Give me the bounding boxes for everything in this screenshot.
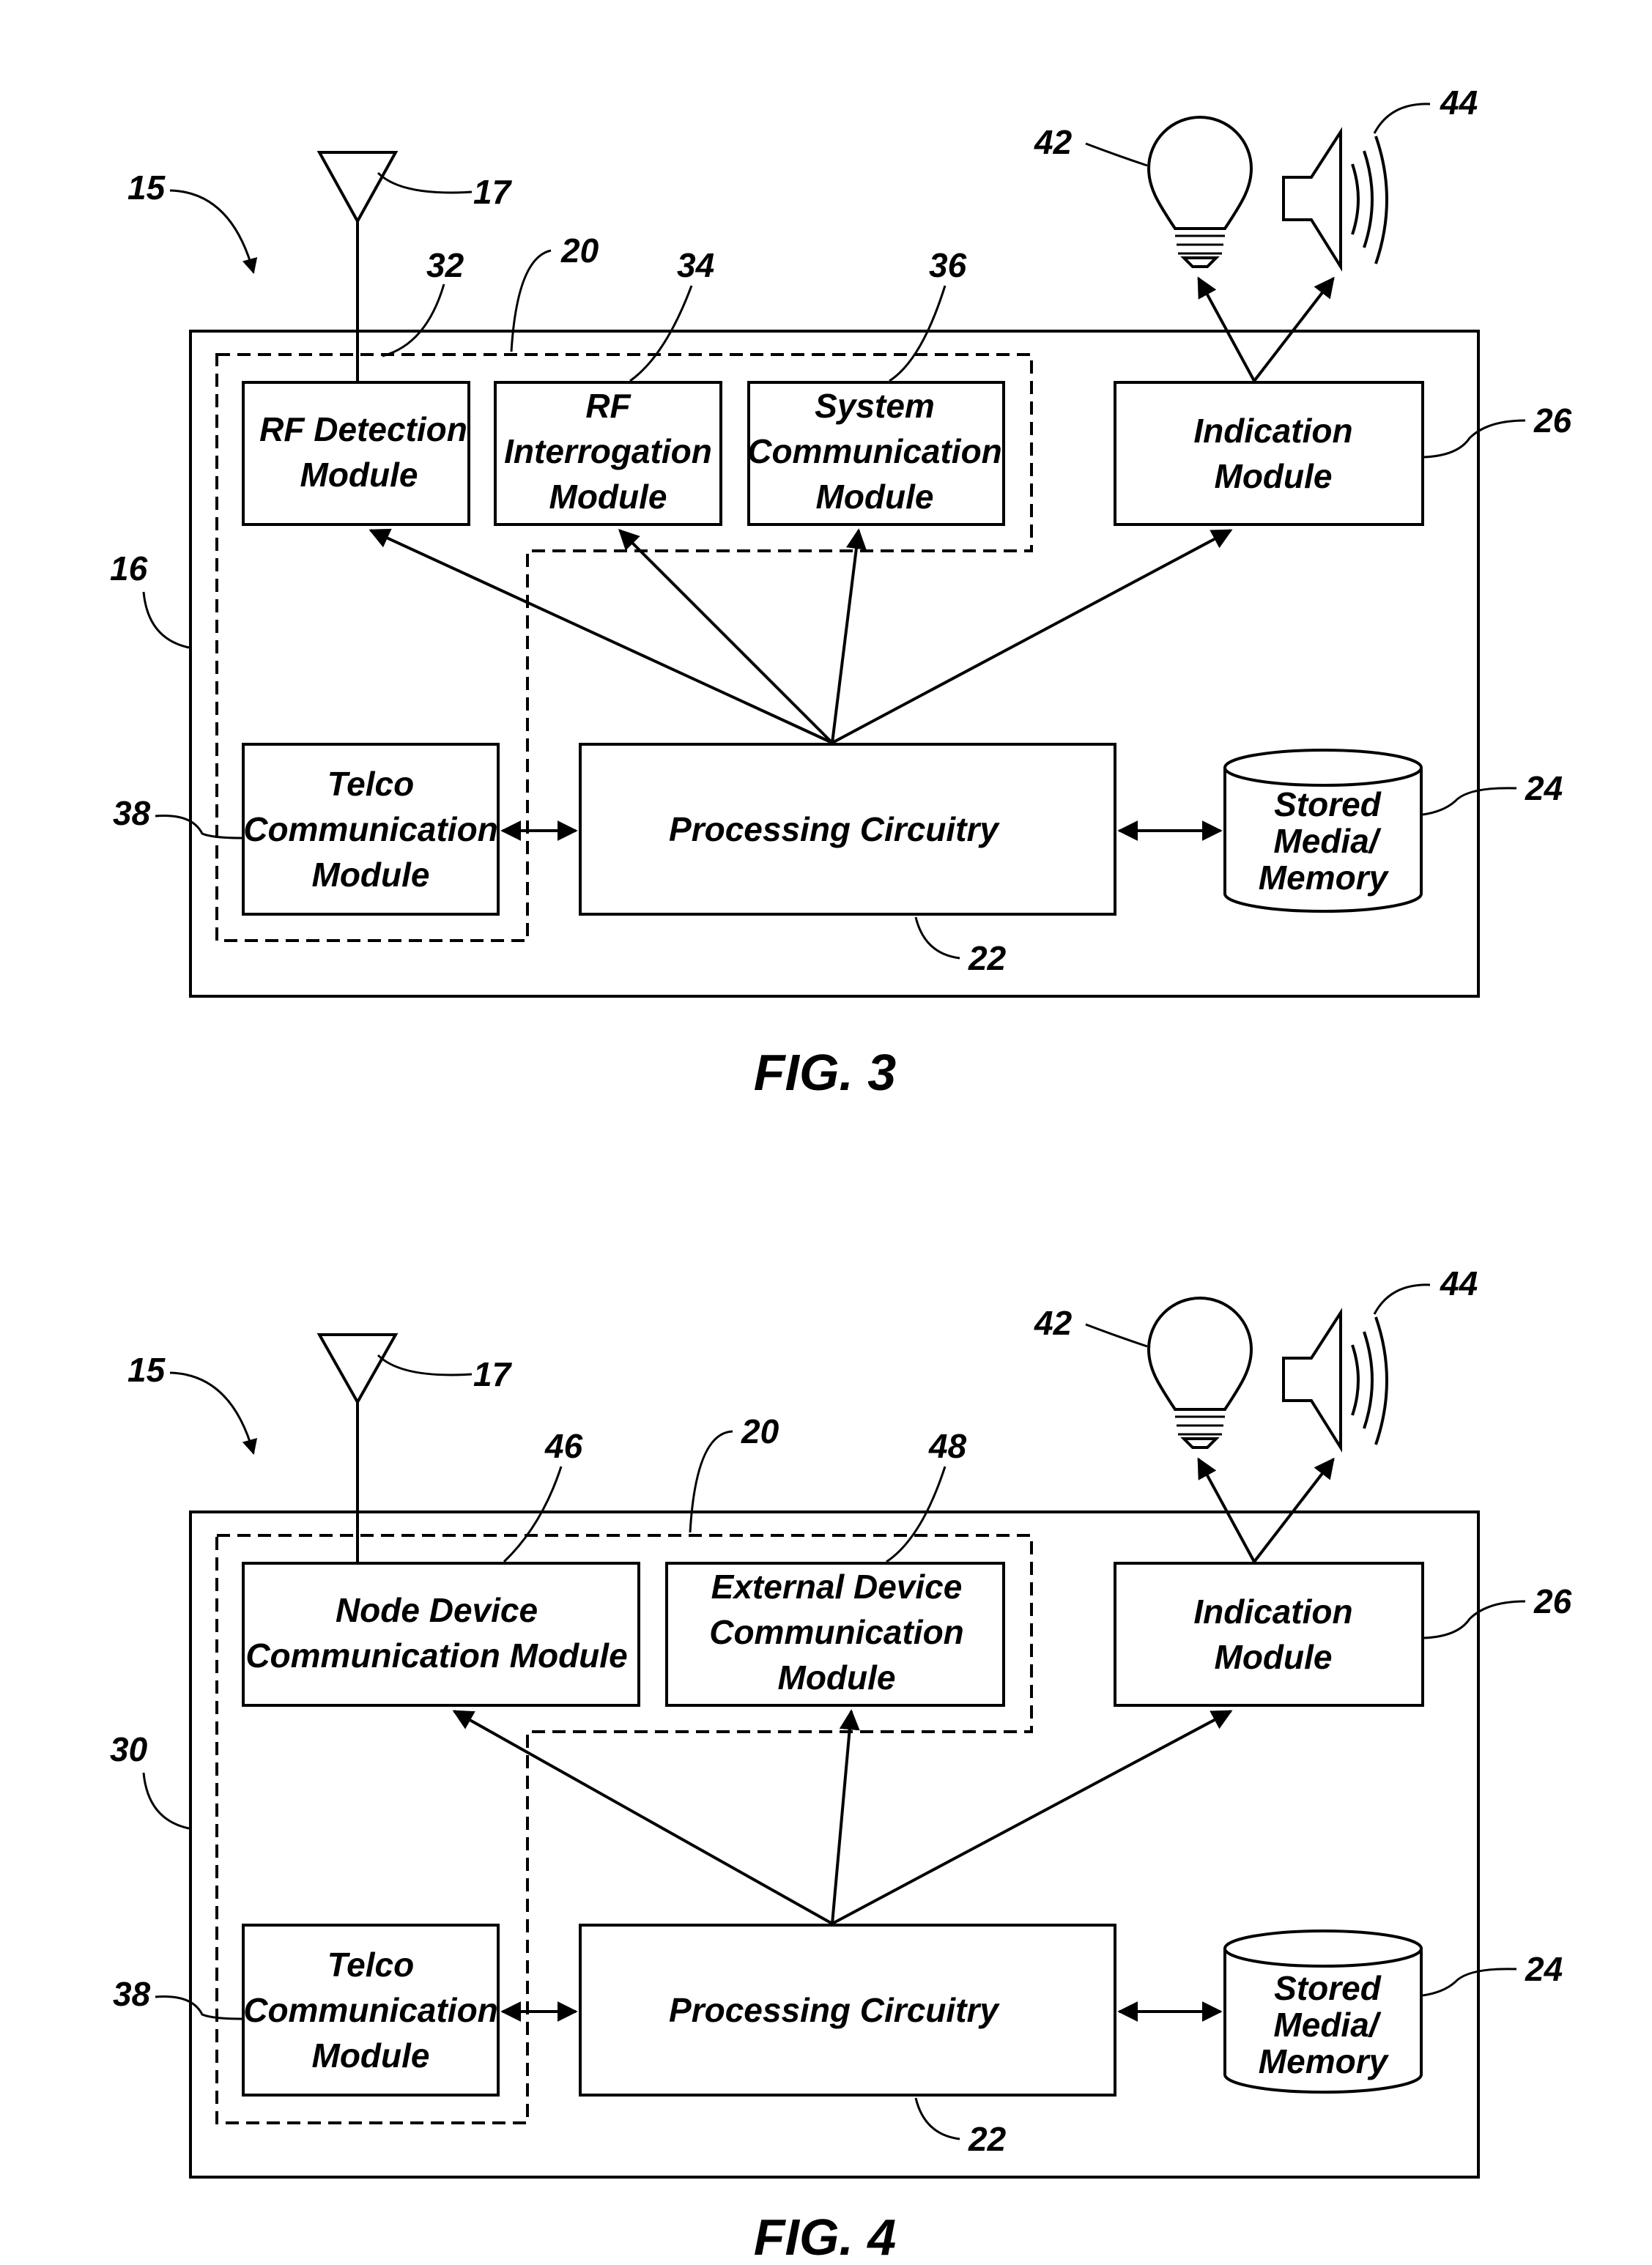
telco-communication-module-box (242, 743, 500, 916)
ref-46: 46 (544, 1427, 583, 1465)
processing-circuitry-box-fig4 (579, 1924, 1116, 2097)
stored-label-2: Media/ (1273, 822, 1381, 860)
arrow-to-indication-fig4 (831, 1710, 1233, 1925)
ref-20-fig4: 20 (741, 1412, 779, 1450)
system-comm-label-1: System (815, 387, 935, 425)
ref-20: 20 (560, 231, 599, 270)
light-bulb-icon-fig4 (1147, 1297, 1253, 1449)
figure-3: RF Detection Module RF Interrogation Mod… (110, 84, 1572, 1101)
arrow-to-system-comm (831, 528, 867, 744)
antenna-icon (316, 151, 399, 382)
node-device-label-1: Node Device (336, 1591, 538, 1629)
speaker-icon-fig4 (1282, 1308, 1388, 1453)
ref-38-fig4: 38 (113, 1975, 151, 2013)
stored-label-3: Memory (1259, 859, 1390, 897)
indication-module-box-fig4 (1114, 1562, 1424, 1707)
fig4-caption: FIG. 4 (754, 2209, 896, 2265)
arrow-to-speaker-fig4 (1253, 1457, 1335, 1563)
ref-36: 36 (929, 246, 967, 284)
indication-label-1: Indication (1193, 412, 1352, 450)
rf-interrogation-label-1: RF (585, 387, 631, 425)
rf-detection-label-2: Module (300, 456, 418, 494)
arrow-to-rf-detection (368, 528, 833, 744)
ref-30: 30 (110, 1730, 148, 1768)
stored-media-cylinder-fig4 (1223, 1929, 1423, 2094)
telco-label-1: Telco (327, 765, 414, 803)
rf-interrogation-label-2: Interrogation (504, 432, 712, 470)
ref-15: 15 (127, 168, 166, 207)
ref-48: 48 (928, 1427, 967, 1465)
arrow-to-speaker (1253, 276, 1335, 382)
ref-42: 42 (1034, 123, 1073, 161)
processing-circuitry-box (579, 743, 1116, 916)
device-box-16 (189, 330, 1480, 998)
ref-15-fig4: 15 (127, 1351, 166, 1389)
stored-label-1-fig4: Stored (1274, 1969, 1382, 2007)
external-device-comm-module-box (665, 1562, 1005, 1707)
comm-group-20-dashed-fig4 (215, 1534, 1033, 2124)
ref-38: 38 (113, 794, 151, 832)
stored-label-1: Stored (1274, 785, 1382, 823)
system-comm-label-3: Module (816, 478, 934, 516)
fig4-reference-numerals: 15 17 46 20 48 42 44 26 30 38 24 22 (110, 1264, 1572, 2158)
processing-label-fig4: Processing Circuitry (669, 1991, 1000, 2029)
ref-26-fig4: 26 (1533, 1582, 1572, 1620)
telco-label-3: Module (312, 856, 430, 894)
ref-17: 17 (473, 173, 513, 211)
ref-44: 44 (1440, 84, 1478, 122)
ref-22: 22 (968, 939, 1007, 977)
ref-22-fig4: 22 (968, 2120, 1007, 2158)
arrow-to-light (1197, 276, 1256, 382)
speaker-icon (1282, 127, 1388, 272)
figure-4: Node Device Communication Module Externa… (110, 1264, 1572, 2265)
ref-24-fig4: 24 (1525, 1950, 1563, 1988)
arrow-to-indication (831, 529, 1233, 744)
ref-24: 24 (1525, 769, 1563, 807)
ref-32: 32 (426, 246, 464, 284)
external-device-label-1: External Device (711, 1568, 963, 1606)
ref-44-fig4: 44 (1440, 1264, 1478, 1302)
indication-label-1-fig4: Indication (1193, 1593, 1352, 1631)
telco-communication-module-box-fig4 (242, 1924, 500, 2097)
stored-label-3-fig4: Memory (1259, 2042, 1390, 2080)
indication-module-box (1114, 381, 1424, 526)
system-communication-module-box (747, 381, 1005, 526)
arrow-to-node-device (452, 1710, 833, 1925)
indication-label-2-fig4: Module (1215, 1638, 1333, 1676)
comm-group-20-dashed (215, 353, 1033, 942)
ref-16: 16 (110, 549, 148, 587)
node-device-comm-module-box (242, 1562, 640, 1707)
rf-detection-module-box (242, 381, 470, 526)
stored-label-2-fig4: Media/ (1273, 2006, 1381, 2044)
ref-34: 34 (677, 246, 714, 284)
indication-label-2: Module (1215, 457, 1333, 495)
stored-media-cylinder (1223, 749, 1423, 913)
node-device-label-2: Communication Module (245, 1636, 627, 1675)
fig3-reference-numerals: 15 17 32 20 34 36 42 44 26 16 38 24 22 (110, 84, 1572, 977)
system-comm-label-2: Communication (747, 432, 1002, 470)
rf-interrogation-label-3: Module (549, 478, 667, 516)
fig3-caption: FIG. 3 (754, 1044, 897, 1101)
antenna-icon-fig4 (316, 1333, 399, 1563)
ref-17-fig4: 17 (473, 1355, 513, 1393)
external-device-label-2: Communication (709, 1613, 964, 1651)
telco-label-2-fig4: Communication (243, 1991, 498, 2029)
device-box-30 (189, 1510, 1480, 2179)
rf-detection-label-1: RF Detection (259, 410, 467, 448)
rf-interrogation-module-box (494, 381, 722, 526)
ref-26: 26 (1533, 401, 1572, 440)
telco-label-2: Communication (243, 810, 498, 848)
telco-label-1-fig4: Telco (327, 1946, 414, 1984)
arrow-to-rf-interrogation (618, 529, 834, 744)
arrow-to-light-fig4 (1197, 1457, 1256, 1562)
external-device-label-3: Module (778, 1658, 896, 1697)
processing-label: Processing Circuitry (669, 810, 1000, 848)
ref-42-fig4: 42 (1034, 1304, 1073, 1342)
light-bulb-icon (1147, 116, 1253, 268)
telco-label-3-fig4: Module (312, 2036, 430, 2075)
arrow-to-external-device (831, 1709, 860, 1924)
